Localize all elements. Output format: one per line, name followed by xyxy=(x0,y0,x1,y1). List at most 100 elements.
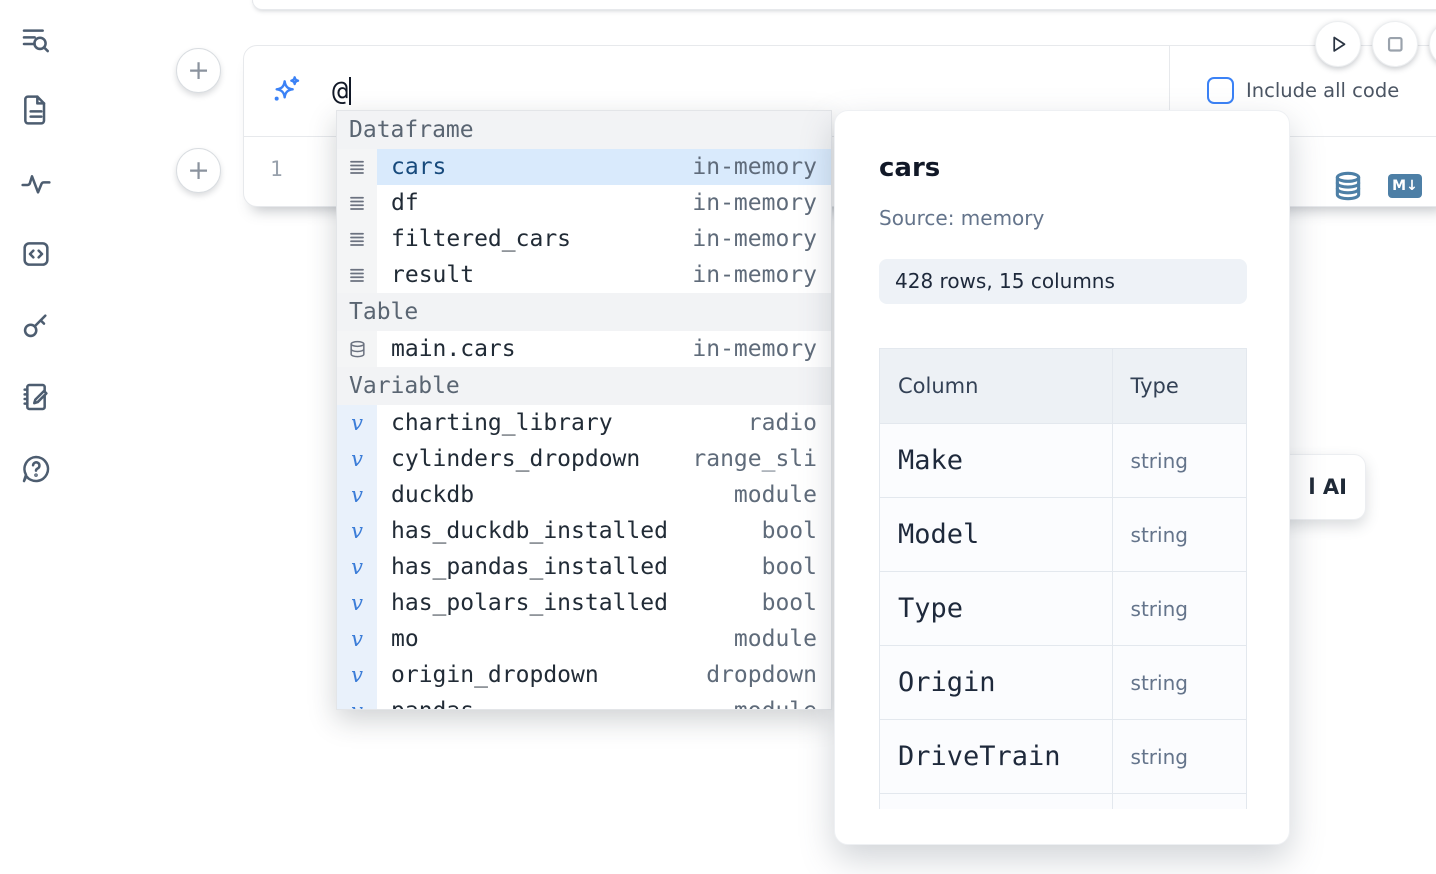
autocomplete-item-body: cylinders_dropdown range_sli xyxy=(377,441,831,477)
code-line-number: 1 xyxy=(270,157,283,181)
item-name: cars xyxy=(391,154,447,180)
variable-icon: v xyxy=(351,554,363,579)
autocomplete-item[interactable]: v has_duckdb_installed bool xyxy=(337,513,831,549)
activity-icon[interactable] xyxy=(20,167,52,199)
column-type-cell: string xyxy=(1111,719,1247,794)
item-name: origin_dropdown xyxy=(391,662,599,688)
markdown-export-icon[interactable]: M↓ xyxy=(1388,174,1422,198)
item-type: module xyxy=(733,626,817,652)
item-name: result xyxy=(391,262,475,288)
item-name: charting_library xyxy=(391,410,613,436)
help-chat-icon[interactable] xyxy=(20,453,52,485)
variable-icon: v xyxy=(351,626,363,651)
item-name: has_duckdb_installed xyxy=(391,518,668,544)
ai-prompt-input[interactable]: @ xyxy=(332,72,352,110)
item-name: filtered_cars xyxy=(391,226,572,252)
table-header-cell: Type xyxy=(1111,348,1247,424)
dataframe-preview-panel: cars Source: memory 428 rows, 15 columns… xyxy=(834,110,1290,845)
item-type: radio xyxy=(747,410,817,436)
item-name: cylinders_dropdown xyxy=(391,446,641,472)
autocomplete-section-header: Dataframe xyxy=(337,111,831,149)
item-type: in-memory xyxy=(692,262,817,288)
add-cell-above-button[interactable]: + xyxy=(176,48,221,93)
run-cell-button[interactable] xyxy=(1315,21,1361,67)
autocomplete-item-body: has_duckdb_installed bool xyxy=(377,513,831,549)
variable-icon: v xyxy=(337,441,377,477)
autocomplete-section-header: Variable xyxy=(337,367,831,405)
preview-shape-badge: 428 rows, 15 columns xyxy=(879,259,1247,304)
column-name-cell: Model xyxy=(879,497,1113,572)
preview-title: cars xyxy=(879,153,941,183)
variable-icon: v xyxy=(337,585,377,621)
database-icon xyxy=(337,331,377,367)
column-name-cell: DriveTrain xyxy=(879,719,1113,794)
item-type: bool xyxy=(761,518,817,544)
autocomplete-item[interactable]: vpandasmodule xyxy=(337,693,831,709)
column-name-cell: Make xyxy=(879,423,1113,498)
key-icon[interactable] xyxy=(20,309,52,341)
variable-icon: v xyxy=(351,446,363,471)
item-type: bool xyxy=(761,554,817,580)
item-name: duckdb xyxy=(391,482,475,508)
list-search-icon[interactable] xyxy=(20,24,52,56)
item-type: range_sli xyxy=(692,446,817,472)
column-type-cell: string xyxy=(1111,571,1247,646)
autocomplete-item[interactable]: v has_pandas_installed bool xyxy=(337,549,831,585)
code-snippets-icon[interactable] xyxy=(20,238,52,270)
scratchpad-icon[interactable] xyxy=(20,381,52,413)
stop-cell-button[interactable] xyxy=(1372,21,1418,67)
include-all-code-checkbox[interactable] xyxy=(1207,77,1234,104)
prompt-divider-vertical xyxy=(1169,46,1170,136)
ai-sparkle-icon xyxy=(270,74,302,106)
column-type-cell: string xyxy=(1111,645,1247,720)
item-name: df xyxy=(391,190,419,216)
variable-icon: v xyxy=(351,700,363,709)
column-name-cell: Origin xyxy=(879,645,1113,720)
item-type: in-memory xyxy=(692,336,817,362)
column-name-cell: Type xyxy=(879,571,1113,646)
autocomplete-item-body: charting_library radio xyxy=(377,405,831,441)
autocomplete-item[interactable]: v cylinders_dropdown range_sli xyxy=(337,441,831,477)
variable-icon: v xyxy=(351,662,363,687)
autocomplete-section-header: Table xyxy=(337,293,831,331)
variable-icon: v xyxy=(337,405,377,441)
include-all-code-label: Include all code xyxy=(1246,79,1400,102)
autocomplete-item[interactable]: result in-memory xyxy=(337,257,831,293)
datasource-icon[interactable] xyxy=(1332,170,1364,202)
table-row-partial xyxy=(879,793,1247,809)
prompt-text: @ xyxy=(332,75,349,107)
variable-icon: v xyxy=(351,518,363,543)
add-cell-below-button[interactable]: + xyxy=(176,148,221,193)
autocomplete-item[interactable]: v charting_library radio xyxy=(337,405,831,441)
text-caret xyxy=(349,77,352,105)
rows-icon xyxy=(337,221,377,257)
file-document-icon[interactable] xyxy=(20,94,52,126)
item-type: module xyxy=(734,698,831,709)
item-type: module xyxy=(733,482,817,508)
item-name: has_pandas_installed xyxy=(391,554,668,580)
